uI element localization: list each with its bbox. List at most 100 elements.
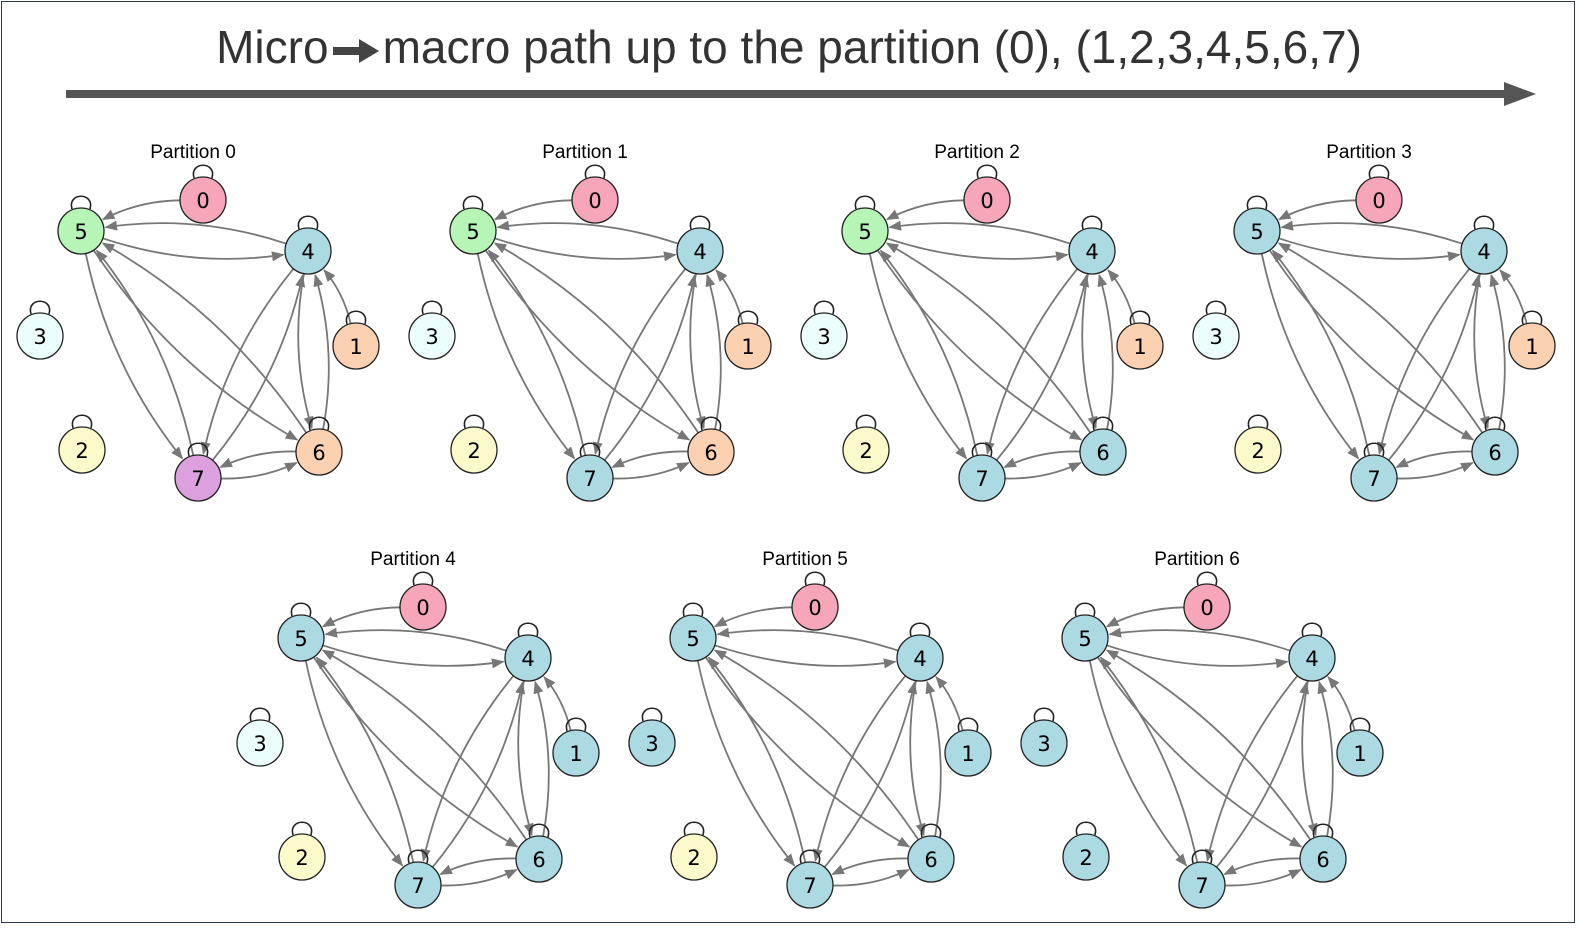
node-label: 0 <box>416 596 429 620</box>
node-0: 0 <box>179 164 227 224</box>
node-label: 1 <box>961 742 974 766</box>
edge-4-6 <box>1473 273 1490 430</box>
node-5: 5 <box>1061 602 1109 662</box>
node-circle <box>394 861 442 909</box>
node-label: 3 <box>817 325 830 349</box>
node-label: 0 <box>980 189 993 213</box>
edge-6-7 <box>831 857 909 876</box>
edge-7-4 <box>1387 274 1482 461</box>
self-loop <box>1301 622 1323 637</box>
node-circle <box>628 719 676 767</box>
node-circle <box>963 176 1011 224</box>
node-7: 7 <box>958 442 1006 502</box>
node-5: 5 <box>841 195 889 255</box>
self-loop <box>584 164 606 179</box>
node-label: 4 <box>301 240 314 264</box>
edge-5-7 <box>696 660 796 867</box>
self-loop <box>187 442 209 457</box>
self-loop <box>1484 416 1506 431</box>
edge-6-4 <box>533 680 550 837</box>
edge-5-7 <box>868 253 968 460</box>
node-5: 5 <box>57 195 105 255</box>
self-loop <box>1246 195 1268 210</box>
self-loop <box>1092 416 1114 431</box>
node-6: 6 <box>295 416 343 476</box>
edge-5-6 <box>1268 249 1475 441</box>
edge-0-5 <box>493 199 573 221</box>
node-label: 6 <box>1096 441 1109 465</box>
edge-5-6 <box>1096 656 1303 848</box>
node-label: 3 <box>253 732 266 756</box>
node-circle <box>566 454 614 502</box>
self-loop <box>290 602 312 617</box>
node-label: 1 <box>741 335 754 359</box>
edge-6-7 <box>439 857 517 876</box>
node-label: 4 <box>1305 647 1318 671</box>
edge-5-4 <box>102 237 285 262</box>
edge-7-5 <box>95 249 195 456</box>
node-1: 1 <box>724 310 772 370</box>
edge-5-6 <box>312 656 519 848</box>
edge-5-7 <box>1260 253 1360 460</box>
edge-4-7 <box>1376 268 1471 455</box>
node-3: 3 <box>236 707 284 767</box>
node-circle <box>1079 428 1127 476</box>
node-circle <box>841 207 889 255</box>
node-circle <box>450 426 498 474</box>
node-circle <box>408 312 456 360</box>
self-loop <box>920 823 942 838</box>
edge-7-6 <box>1396 461 1474 480</box>
edge-5-6 <box>704 656 911 848</box>
node-4: 4 <box>896 622 944 682</box>
partition-title: Partition 6 <box>1154 549 1240 570</box>
edge-7-4 <box>603 274 698 461</box>
node-label: 7 <box>975 467 988 491</box>
edge-6-5 <box>885 242 1092 434</box>
edge-4-7 <box>592 268 687 455</box>
node-label: 5 <box>686 627 699 651</box>
node-5: 5 <box>669 602 717 662</box>
node-circle <box>278 833 326 881</box>
node-4: 4 <box>676 215 724 275</box>
node-4: 4 <box>1460 215 1508 275</box>
self-loop <box>1349 717 1371 732</box>
edge-6-5 <box>1105 649 1312 841</box>
node-circle <box>449 207 497 255</box>
node-circle <box>786 861 834 909</box>
edge-1-4 <box>935 676 964 731</box>
self-loop <box>813 300 835 315</box>
edge-7-5 <box>487 249 587 456</box>
node-5: 5 <box>449 195 497 255</box>
node-label: 7 <box>583 467 596 491</box>
self-loop <box>1033 707 1055 722</box>
node-7: 7 <box>394 849 442 909</box>
edge-5-4 <box>322 644 505 669</box>
self-loop <box>682 602 704 617</box>
node-label: 0 <box>808 596 821 620</box>
partition-title: Partition 2 <box>934 142 1020 163</box>
node-label: 0 <box>1200 596 1213 620</box>
self-loop <box>192 164 214 179</box>
edge-4-7 <box>812 675 907 862</box>
edge-0-5 <box>713 606 793 628</box>
node-4: 4 <box>1068 215 1116 275</box>
edge-7-4 <box>823 681 918 868</box>
title-suffix: macro path up to the partition (0), (1,2… <box>382 21 1362 73</box>
node-label: 4 <box>913 647 926 671</box>
edge-6-5 <box>713 649 920 841</box>
node-label: 1 <box>1353 742 1366 766</box>
self-loop <box>799 849 821 864</box>
node-2: 2 <box>58 414 106 474</box>
node-label: 6 <box>1488 441 1501 465</box>
node-7: 7 <box>566 442 614 502</box>
node-circle <box>958 454 1006 502</box>
edge-6-4 <box>1317 680 1334 837</box>
edge-7-5 <box>1271 249 1371 456</box>
node-circle <box>800 312 848 360</box>
